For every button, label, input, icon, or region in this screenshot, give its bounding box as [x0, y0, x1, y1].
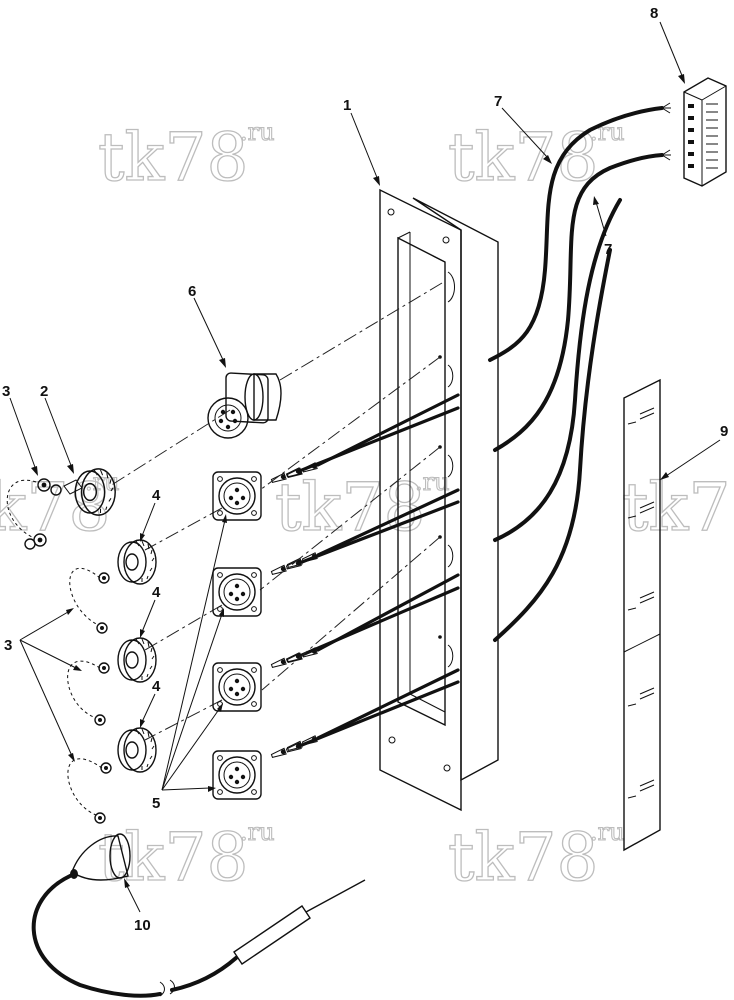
- watermark-text: tk78: [275, 469, 426, 546]
- callout-2: 2: [40, 383, 48, 400]
- watermark-text: tk78: [448, 819, 599, 896]
- callout-10: 10: [134, 917, 151, 934]
- watermark-text: tk78: [0, 469, 111, 546]
- watermark-bottom-left: tk78 .ru: [97, 817, 275, 896]
- watermark-suffix: .ru: [240, 118, 275, 146]
- watermark-top-right: tk78 .ru: [447, 117, 625, 196]
- watermark-middle-right: tk78: [621, 468, 734, 546]
- watermark-middle-center: tk78 .ru: [274, 467, 450, 546]
- callout-7-lower: 7: [604, 241, 612, 258]
- cap-with-chain-upper: [6, 468, 116, 550]
- watermark-text: tk78: [98, 119, 249, 196]
- callout-leaders: [9, 21, 721, 913]
- assembly-lines: [109, 282, 443, 741]
- callout-8: 8: [650, 5, 658, 22]
- watermark-top-left: tk78 .ru: [97, 117, 275, 196]
- connector-receptacles: [212, 471, 262, 800]
- callout-4-lower: 4: [152, 678, 161, 695]
- watermark-suffix: .ru: [240, 818, 275, 846]
- wire-leads: [270, 393, 460, 760]
- connector-receptacle-upper: [207, 372, 282, 439]
- watermark-suffix: .ru: [415, 468, 450, 496]
- terminal-block: [683, 77, 727, 187]
- callout-5: 5: [152, 795, 160, 812]
- watermark-bottom-right: tk78 .ru: [447, 817, 625, 896]
- callout-3-upper: 3: [2, 383, 10, 400]
- callout-3-lower: 3: [4, 637, 12, 654]
- callout-9: 9: [720, 423, 728, 440]
- callout-4-upper: 4: [152, 487, 161, 504]
- watermark-middle-left: tk78 .ru: [0, 467, 120, 546]
- temperature-probe: [31, 833, 366, 998]
- bead-chains: [67, 567, 112, 824]
- callout-7-upper: 7: [494, 93, 502, 110]
- callout-6: 6: [188, 283, 196, 300]
- watermark-text: tk78: [622, 469, 734, 546]
- callout-1: 1: [343, 97, 351, 114]
- callout-numbers: 1 2 3 3 4 4 4 5 6 7 7 8 9 10: [2, 5, 728, 934]
- callout-4-middle: 4: [152, 584, 161, 601]
- harness-cables: [488, 102, 671, 642]
- mounting-panel-box: [379, 188, 499, 812]
- marker-label-strip: [623, 378, 661, 852]
- watermark-suffix: .ru: [590, 818, 625, 846]
- watermark-text: tk78: [98, 819, 249, 896]
